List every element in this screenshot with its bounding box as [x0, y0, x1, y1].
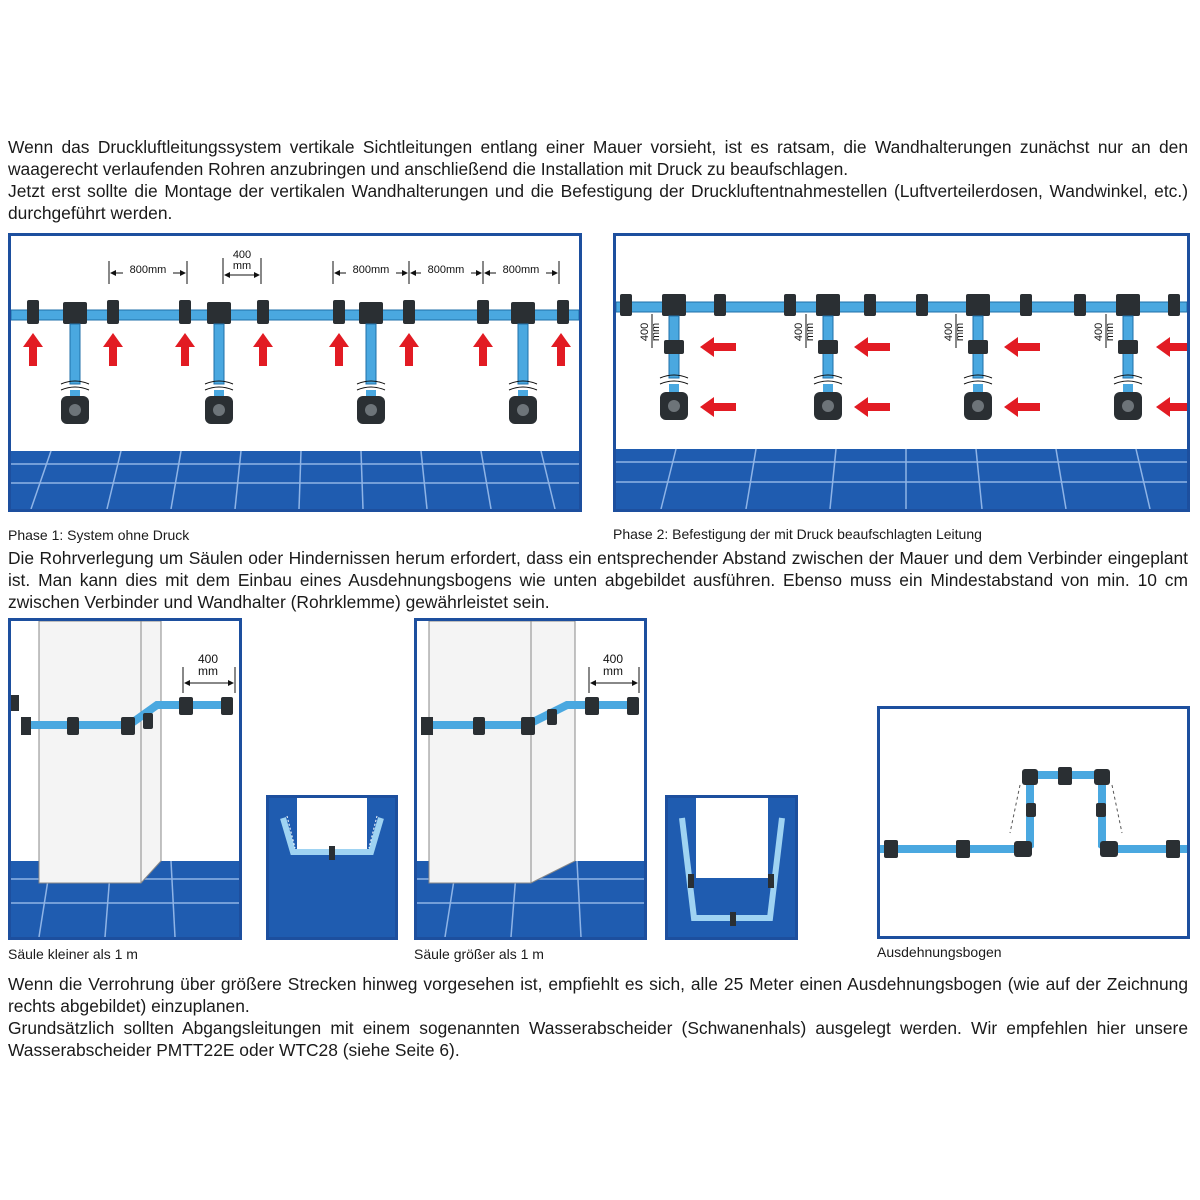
columns-text: Die Rohrverlegung um Säulen oder Hindern… — [8, 548, 1188, 612]
phase1-diagram: 800mm 400 mm 800mm 800mm 800mm — [8, 233, 582, 512]
expansion-pipe — [880, 767, 1187, 858]
phase2-dim-2a: 400 — [793, 323, 805, 341]
phase1-dim-label-2a: 400 — [233, 249, 251, 261]
phase1-dimensions — [108, 258, 560, 284]
pillar-small-dim-a: 400 — [198, 652, 218, 666]
phase2-dim-4a: 400 — [1093, 323, 1105, 341]
phase2-diagram: 400 mm 400 mm 400 mm — [613, 233, 1190, 512]
phase1-dim-label-2b: mm — [233, 260, 251, 272]
pillar-large-diagram: 400 mm — [414, 618, 647, 940]
phase1-dim-label-4: 800mm — [428, 264, 465, 276]
pillar-small-pipe — [11, 695, 233, 735]
phase1-drop-4 — [508, 302, 538, 424]
columns-paragraph: Die Rohrverlegung um Säulen oder Hindern… — [8, 547, 1188, 613]
phase1-drop-1 — [60, 302, 90, 424]
pillar-large-column — [428, 621, 576, 884]
intro-paragraph: Wenn das Druckluftleitungssystem vertika… — [8, 136, 1188, 224]
outro-paragraph: Wenn die Verrohrung über größere Strecke… — [8, 973, 1188, 1061]
phase2-dim-4b: mm — [1104, 323, 1116, 341]
phase1-dim-label-5: 800mm — [503, 264, 540, 276]
intro-line-1: Wenn das Druckluftleitungssystem vertika… — [8, 137, 1188, 179]
phase1-floor — [11, 450, 579, 509]
phase2-wall-clamps — [620, 294, 1180, 316]
phase1-caption: Phase 1: System ohne Druck — [8, 527, 190, 543]
pillar-small-column — [38, 621, 162, 884]
pillar-large-pipe — [421, 697, 639, 735]
phase2-drop-4: 400 mm — [1093, 294, 1143, 420]
phase2-drop-2: 400 mm — [793, 294, 843, 420]
phase2-dim-2b: mm — [804, 323, 816, 341]
pillar-large-detail — [665, 795, 798, 940]
phase2-floor — [616, 448, 1187, 509]
phase2-main-pipe — [616, 301, 1187, 313]
pillar-small-dim-b: mm — [198, 664, 218, 678]
pillar-large-dim-a: 400 — [603, 652, 623, 666]
pillar-small-caption: Säule kleiner als 1 m — [8, 946, 138, 962]
phase1-drop-3 — [356, 302, 386, 424]
expansion-caption: Ausdehnungsbogen — [877, 944, 1002, 960]
phase2-drop-1: 400 mm — [639, 294, 689, 420]
outro-line-2: Grundsätzlich sollten Abgangsleitungen m… — [8, 1018, 1188, 1060]
pillar-large-dim-b: mm — [603, 664, 623, 678]
phase1-dim-label-1: 800mm — [130, 264, 167, 276]
phase2-dim-1b: mm — [650, 323, 662, 341]
outro-line-1: Wenn die Verrohrung über größere Strecke… — [8, 974, 1188, 1016]
phase2-dim-3a: 400 — [943, 323, 955, 341]
phase2-dim-1a: 400 — [639, 323, 651, 341]
phase2-drop-3: 400 mm — [943, 294, 993, 420]
expansion-diagram — [877, 706, 1190, 939]
phase1-dim-label-3: 800mm — [353, 264, 390, 276]
phase2-caption: Phase 2: Befestigung der mit Druck beauf… — [613, 526, 982, 542]
intro-line-2: Jetzt erst sollte die Montage der vertik… — [8, 181, 1188, 223]
phase1-drop-2 — [204, 302, 234, 424]
phase2-dim-3b: mm — [954, 323, 966, 341]
pillar-large-caption: Säule größer als 1 m — [414, 946, 544, 962]
phase2-left-arrows — [700, 337, 1187, 417]
phase1-up-arrows — [23, 333, 571, 366]
pillar-small-diagram: 400 mm — [8, 618, 242, 940]
phase1-main-pipe — [11, 309, 579, 321]
pillar-small-detail — [266, 795, 398, 940]
phase1-wall-clamps — [27, 300, 569, 324]
